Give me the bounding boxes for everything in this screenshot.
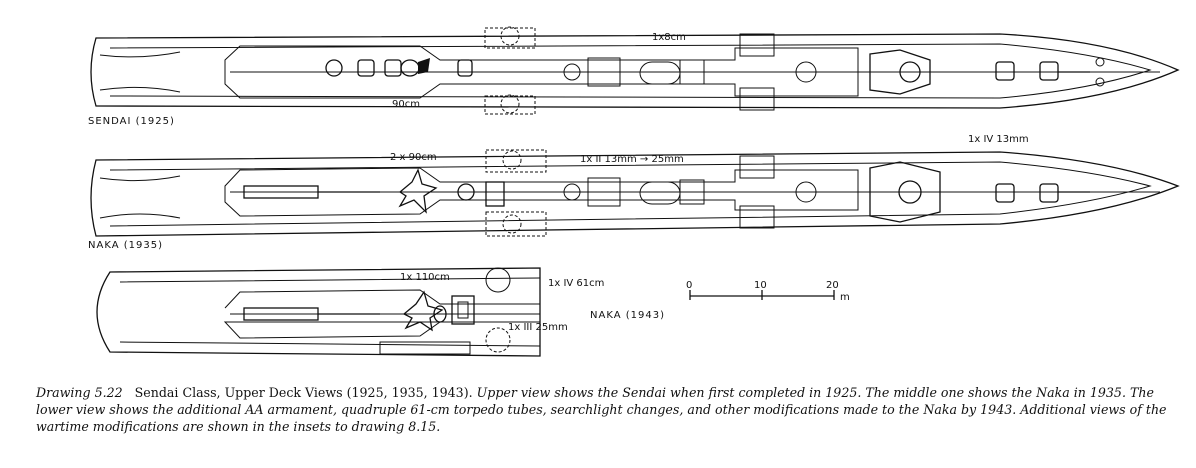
anchor-gear-1 [1095,57,1105,67]
deck-edge-line [109,161,1152,227]
aa-mount-inner [457,301,469,319]
funnel-aft [587,57,621,87]
scale-label-0: 0 [686,280,692,291]
gun-mount-aft-3 [384,59,402,77]
label-quad-mg-13mm: 1x IV 13mm [968,134,1029,145]
deck-fitting [795,181,817,203]
stern-lines [99,51,181,93]
gun-mount-fwd-2 [1039,183,1059,203]
gun-mount-fwd-2 [1039,61,1059,81]
gun-mount-fwd-1 [995,61,1015,81]
hull-outline [90,33,1180,109]
deck-edge-line [119,277,541,347]
boat-rack-stbd [739,205,775,229]
boat-rack-port [739,33,775,57]
funnel-mid [639,61,681,85]
hull-outline [96,267,541,357]
scale-label-10: 10 [754,280,767,291]
superstructure-outline [224,167,859,217]
label-aa-25mm: 1x III 25mm [508,322,568,333]
torpedo-mount-port [502,150,522,170]
searchlight-90cm [400,59,420,77]
superstructure-outline [223,289,540,339]
boat-rack-stbd [739,87,775,111]
funnel-mid [639,181,681,205]
vent-circle [563,183,581,201]
funnel-fwd [679,59,705,85]
deck-fitting [795,61,817,83]
label-mg-13-25mm: 1x II 13mm → 25mm [580,154,684,165]
hull-outline [90,151,1180,237]
anchor-gear-2 [1095,77,1105,87]
torpedo-tubes-stbd [484,95,536,115]
torpedo-mount-stbd [500,94,520,114]
caption-body: Upper view shows the Sendai when first c… [36,385,1167,434]
gun-mount-mid [457,59,473,77]
funnel-fwd [679,179,705,205]
deckhouse [485,181,505,207]
vent-circle [563,63,581,81]
aa-mount-block [451,295,475,325]
label-aa-gun-8cm: 1x8cm [652,32,686,43]
deck-edge-line [109,43,1152,99]
caption-number: Drawing 5.22 [36,385,123,400]
torpedo-tubes-port [485,149,547,173]
label-searchlights-2x90cm: 2 x 90cm [390,152,437,163]
searchlight-platform [402,290,444,332]
figure-caption: Drawing 5.22 Sendai Class, Upper Deck Vi… [36,384,1186,435]
label-searchlight-90cm: 90cm [392,99,420,110]
bridge-structure [869,49,931,95]
scale-bar: 0 10 20 m [686,280,850,303]
funnel-aft [587,177,621,207]
ship-naka-1935: 2 x 90cm 1x II 13mm → 25mm 1x IV 13mm NA… [88,134,1180,251]
boat-rack-port [739,155,775,179]
torpedo-mount-stbd [502,214,522,234]
bridge-turret [899,61,921,83]
deck-plate [379,341,471,355]
ship-name-naka-1943: NAKA (1943) [590,310,665,321]
scale-unit: m [840,292,850,303]
torpedo-mount-port [500,26,520,46]
torpedo-tubes-port [484,27,536,49]
superstructure-outline [224,45,859,99]
torpedo-tube-quad-stbd [485,327,511,353]
scale-label-20: 20 [826,280,839,291]
bridge-structure [869,161,941,223]
ship-name-sendai: SENDAI (1925) [88,116,175,127]
searchlight-110cm [433,305,447,323]
stern-lines [99,175,181,219]
gun-mount-fwd-1 [995,183,1015,203]
searchlight-platform [398,168,438,214]
label-torpedo-61cm: 1x IV 61cm [548,278,604,289]
label-searchlight-110cm: 1x 110cm [400,272,450,283]
ship-naka-1943: 1x 110cm 1x IV 61cm 1x III 25mm NAKA (19… [96,267,665,357]
gun-mount-mid [457,183,475,201]
bridge-turret [898,180,922,204]
deck-plan-drawing: 90cm 1x8cm SENDAI (1925) 2 x 90cm 1x II [88,26,1180,357]
caption-title: Sendai Class, Upper Deck Views (1925, 19… [134,385,473,400]
torpedo-tubes-stbd [485,211,547,237]
ship-sendai-1925: 90cm 1x8cm SENDAI (1925) [88,26,1180,127]
ship-name-naka-1935: NAKA (1935) [88,240,163,251]
torpedo-tube-quad-port [485,267,511,293]
gun-mount-aft-1 [325,59,343,77]
searchlight-tower [418,58,430,74]
gun-mount-aft-2 [357,59,375,77]
